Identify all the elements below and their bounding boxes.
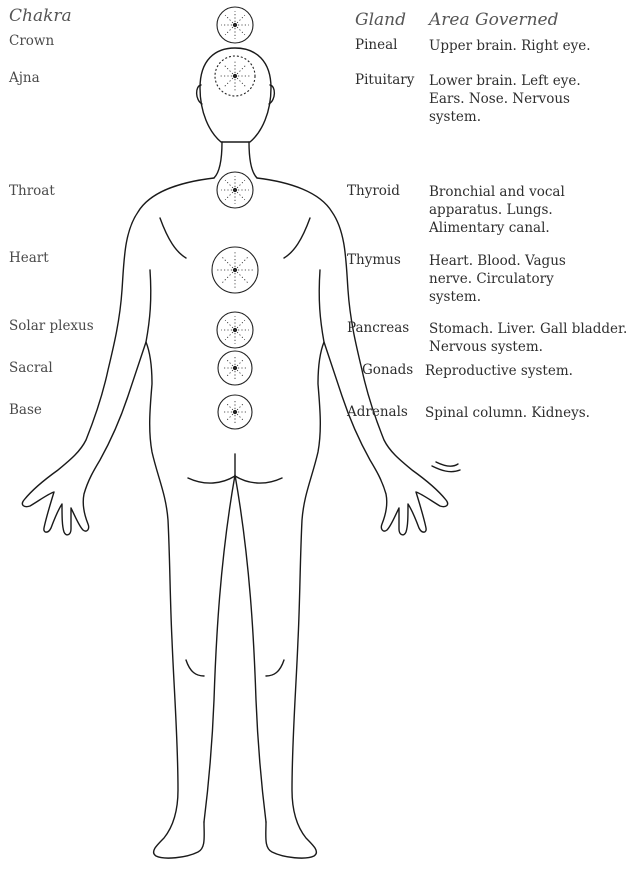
- chakra-label-heart: Heart: [9, 250, 49, 266]
- left-side-outline: [22, 178, 214, 858]
- area-text-sacral: Reproductive system.: [425, 362, 625, 380]
- chakra-symbol-crown: [217, 7, 253, 43]
- gland-label-gonads: Gonads: [362, 362, 413, 378]
- chakra-label-ajna: Ajna: [9, 70, 40, 86]
- area-text-ajna: Lower brain. Left eye. Ears. Nose. Nervo…: [429, 72, 601, 126]
- area-text-crown: Upper brain. Right eye.: [429, 37, 629, 55]
- chakra-symbol-solar-plexus: [217, 312, 253, 348]
- chakra-label-sacral: Sacral: [9, 360, 53, 376]
- chakra-label-throat: Throat: [9, 183, 55, 199]
- neck-outline: [214, 142, 257, 178]
- right-scapula-line: [284, 218, 310, 258]
- right-knee-line: [266, 660, 284, 676]
- chakra-label-base: Base: [9, 402, 42, 418]
- area-text-solar-plexus: Stomach. Liver. Gall bladder. Nervous sy…: [429, 320, 629, 356]
- gland-label-pineal: Pineal: [355, 37, 397, 53]
- hand-fragment: [432, 462, 460, 472]
- gland-label-pancreas: Pancreas: [347, 320, 409, 336]
- area-text-throat: Bronchial and vocal apparatus. Lungs. Al…: [429, 183, 601, 237]
- chakra-symbol-heart: [212, 247, 258, 293]
- chakra-symbol-sacral: [218, 351, 252, 385]
- gland-label-pituitary: Pituitary: [355, 72, 414, 88]
- chakra-symbol-throat: [217, 172, 253, 208]
- chakra-symbol-base: [218, 395, 252, 429]
- area-text-base: Spinal column. Kidneys.: [425, 404, 625, 422]
- chakra-column-header: Chakra: [9, 6, 72, 26]
- chakra-label-crown: Crown: [9, 33, 54, 49]
- inner-legs-outline: [204, 475, 266, 822]
- gland-label-adrenals: Adrenals: [347, 404, 408, 420]
- right-inner-arm: [319, 270, 324, 342]
- gland-column-header: Gland: [355, 10, 406, 30]
- left-inner-arm: [146, 270, 151, 342]
- left-scapula-line: [160, 218, 186, 258]
- gland-label-thymus: Thymus: [347, 252, 401, 268]
- right-side-outline: [257, 178, 448, 858]
- chakra-label-solar-plexus: Solar plexus: [9, 318, 94, 334]
- left-knee-line: [186, 660, 204, 676]
- area-column-header: Area Governed: [429, 10, 559, 30]
- chakra-symbol-ajna: [215, 56, 255, 96]
- area-text-heart: Heart. Blood. Vagus nerve. Circulatory s…: [429, 252, 601, 306]
- gland-label-thyroid: Thyroid: [347, 183, 400, 199]
- head-outline: [200, 48, 271, 142]
